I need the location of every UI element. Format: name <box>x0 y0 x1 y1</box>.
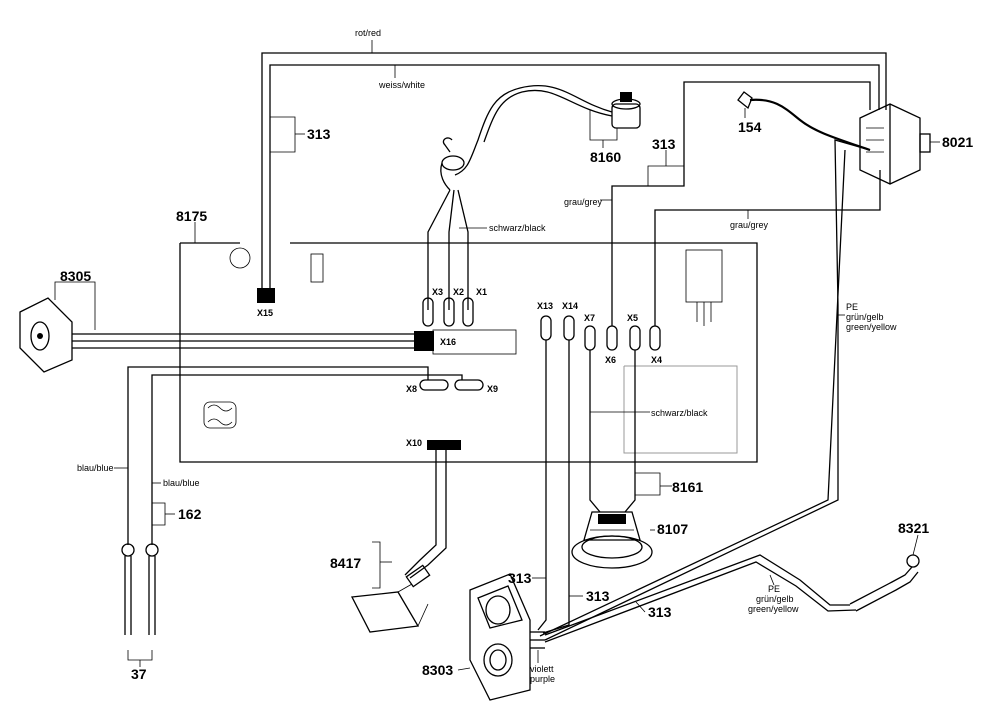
label-purple: purple <box>530 674 555 684</box>
label-grau-grey-left: grau/grey <box>564 197 603 207</box>
label-8161: 8161 <box>672 479 703 495</box>
label-gruen-gelb-top: grün/gelb <box>846 312 884 322</box>
component-8303 <box>469 573 545 701</box>
x13-x14-wires <box>537 340 570 634</box>
component-8021 <box>859 103 931 185</box>
connector-x10: X10 <box>406 438 422 448</box>
component-8321 <box>544 554 920 643</box>
connector-x7: X7 <box>584 313 595 323</box>
x7-x5-motor-wires <box>589 350 636 513</box>
label-schwarz-black-mid: schwarz/black <box>651 408 708 418</box>
label-162: 162 <box>178 506 202 522</box>
grey-wires <box>611 81 881 326</box>
component-37 <box>121 543 159 635</box>
pe-wire <box>539 139 871 641</box>
label-313-right: 313 <box>586 588 610 604</box>
label-pe-bottom: PE <box>768 584 780 594</box>
label-green-yellow-top: green/yellow <box>846 322 897 332</box>
label-weiss-white: weiss/white <box>378 80 425 90</box>
label-313-bottom: 313 <box>648 604 672 620</box>
right-connectors <box>540 315 661 351</box>
label-8021: 8021 <box>942 134 973 150</box>
connector-x4: X4 <box>651 355 662 365</box>
label-8305: 8305 <box>60 268 91 284</box>
x16-bundle <box>72 331 434 351</box>
label-37: 37 <box>131 666 147 682</box>
label-pe-top: PE <box>846 302 858 312</box>
label-8321: 8321 <box>898 520 929 536</box>
connector-x16: X16 <box>440 337 456 347</box>
label-schwarz-black-top: schwarz/black <box>489 223 546 233</box>
label-grau-grey-right: grau/grey <box>730 220 769 230</box>
connector-x6: X6 <box>605 355 616 365</box>
label-violett: violett <box>530 664 554 674</box>
blue-wires <box>127 366 463 545</box>
component-8417 <box>350 450 447 633</box>
connector-x3: X3 <box>432 287 443 297</box>
connector-x9: X9 <box>487 384 498 394</box>
x3-x2-x1-wires <box>422 189 474 327</box>
label-8417: 8417 <box>330 555 361 571</box>
connector-x15: X15 <box>257 308 273 318</box>
label-313-middle: 313 <box>652 136 676 152</box>
control-board <box>179 222 758 463</box>
component-8305 <box>19 297 73 373</box>
component-8107 <box>571 511 653 569</box>
red-white-loop <box>261 52 887 288</box>
x8-x9-connectors <box>419 379 484 391</box>
label-rot-red: rot/red <box>355 28 381 38</box>
label-blau-blue-1: blau/blue <box>77 463 114 473</box>
label-gruen-gelb-bottom: grün/gelb <box>756 594 794 604</box>
connector-x5: X5 <box>627 313 638 323</box>
component-8160 <box>440 84 641 191</box>
label-8107: 8107 <box>657 521 688 537</box>
connector-x1: X1 <box>476 287 487 297</box>
label-green-yellow-bottom: green/yellow <box>748 604 799 614</box>
label-8303: 8303 <box>422 662 453 678</box>
connector-x2: X2 <box>453 287 464 297</box>
label-blau-blue-2: blau/blue <box>163 478 200 488</box>
connector-x13: X13 <box>537 301 553 311</box>
label-154: 154 <box>738 119 762 135</box>
connector-x8: X8 <box>406 384 417 394</box>
label-313-top: 313 <box>307 126 331 142</box>
connector-x14: X14 <box>562 301 578 311</box>
component-154 <box>737 91 871 152</box>
label-8160: 8160 <box>590 149 621 165</box>
label-8175: 8175 <box>176 208 207 224</box>
